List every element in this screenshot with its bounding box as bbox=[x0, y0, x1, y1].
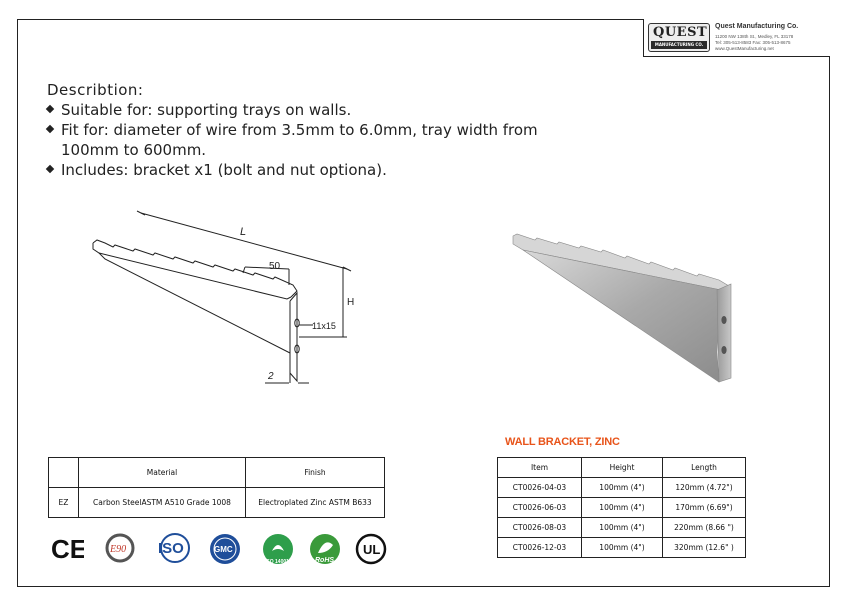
size-header-item: Item bbox=[497, 457, 582, 478]
photo-slot-lower bbox=[721, 346, 727, 354]
iso14001-mark-icon: ISO 14001 bbox=[263, 534, 293, 565]
item-height: 100mm (4") bbox=[581, 537, 663, 558]
material-code: EZ bbox=[48, 487, 79, 518]
top-flange-lower bbox=[92, 243, 292, 300]
mount-slot-upper bbox=[294, 318, 300, 328]
finish-value: Electroplated Zinc ASTM B633 bbox=[245, 487, 385, 518]
gmc-mark-icon: GMC bbox=[210, 534, 240, 564]
dim-line-L bbox=[140, 212, 348, 270]
material-header-blank bbox=[48, 457, 79, 488]
bullet-icon bbox=[45, 124, 55, 134]
company-name: Quest Manufacturing Co. bbox=[715, 23, 799, 30]
ul-mark-icon: UL bbox=[355, 533, 387, 565]
iso-mark-icon: ISO bbox=[158, 533, 190, 563]
back-plate bbox=[289, 291, 298, 383]
logo-text: QUEST bbox=[653, 25, 708, 40]
item-length: 220mm (8.66 ") bbox=[662, 517, 746, 538]
rohs-mark-text: RoHS bbox=[315, 557, 334, 564]
description-title: Describtion: bbox=[47, 81, 144, 99]
item-length: 320mm (12.6" ) bbox=[662, 537, 746, 558]
iso-mark-text: ISO bbox=[158, 540, 184, 557]
company-logo-block: QUEST MANUFACTURING CO. Quest Manufactur… bbox=[643, 19, 830, 57]
wall-bracket-title: WALL BRACKET, ZINC bbox=[505, 436, 620, 448]
dim-tick bbox=[242, 266, 246, 274]
e90-mark-icon: E90 bbox=[105, 533, 135, 563]
logo-subtext: MANUFACTURING CO. bbox=[651, 41, 707, 49]
table-row: CT0026-04-03 100mm (4") 120mm (4.72") bbox=[497, 477, 746, 498]
ce-mark-text: CE bbox=[51, 534, 84, 563]
mount-slot-lower bbox=[294, 344, 300, 354]
description-bullet: Suitable for: supporting trays on walls. bbox=[45, 100, 538, 120]
table-row: CT0026-12-03 100mm (4") 320mm (12.6" ) bbox=[497, 537, 746, 558]
finish-header: Finish bbox=[245, 457, 385, 488]
bullet-text: 100mm to 600mm. bbox=[61, 141, 207, 159]
item-height: 100mm (4") bbox=[581, 477, 663, 498]
quest-logo: QUEST MANUFACTURING CO. bbox=[648, 23, 710, 52]
item-code: CT0026-08-03 bbox=[497, 517, 582, 538]
bullet-text: Includes: bracket x1 (bolt and nut optio… bbox=[61, 161, 387, 179]
dim-tick bbox=[342, 266, 352, 272]
bracket-web bbox=[98, 252, 291, 354]
top-flange-outline bbox=[92, 239, 298, 298]
company-phone: Tel: 305-513-8583 Fax: 305-513-8675 bbox=[715, 40, 791, 45]
iso14001-mark-text: ISO 14001 bbox=[265, 559, 289, 565]
item-code: CT0026-12-03 bbox=[497, 537, 582, 558]
item-height: 100mm (4") bbox=[581, 517, 663, 538]
item-code: CT0026-04-03 bbox=[497, 477, 582, 498]
dim-label-slot: 11x15 bbox=[312, 321, 336, 331]
table-row: CT0026-06-03 100mm (4") 170mm (6.69") bbox=[497, 497, 746, 518]
e90-mark-text: E90 bbox=[109, 544, 126, 555]
bracket-product-photo bbox=[512, 233, 732, 383]
company-address: 11200 NW 138th St., Medley, FL 33178 bbox=[715, 34, 794, 39]
ul-mark-text: UL bbox=[363, 542, 380, 557]
dim-tick bbox=[136, 210, 146, 216]
company-web: www.QuestManufacturing.net bbox=[715, 46, 774, 51]
photo-slot-upper bbox=[721, 316, 727, 324]
rohs-mark-icon: RoHS bbox=[310, 534, 340, 564]
bullet-icon bbox=[45, 164, 55, 174]
material-table: Material Finish EZ Carbon SteelASTM A510… bbox=[48, 457, 385, 518]
material-value: Carbon SteelASTM A510 Grade 1008 bbox=[78, 487, 246, 518]
dim-label-thickness: 2 bbox=[267, 371, 274, 382]
dim-label-L: L bbox=[240, 226, 246, 238]
description-bullet-continued: 100mm to 600mm. bbox=[47, 140, 538, 160]
photo-back-plate bbox=[716, 283, 732, 383]
item-height: 100mm (4") bbox=[581, 497, 663, 518]
description-block: Describtion: Suitable for: supporting tr… bbox=[45, 80, 538, 180]
size-header-length: Length bbox=[662, 457, 746, 478]
bullet-icon bbox=[45, 104, 55, 114]
material-header: Material bbox=[78, 457, 246, 488]
size-header-height: Height bbox=[581, 457, 663, 478]
item-length: 120mm (4.72") bbox=[662, 477, 746, 498]
bullet-text: Suitable for: supporting trays on walls. bbox=[61, 101, 352, 119]
table-row: CT0026-08-03 100mm (4") 220mm (8.66 ") bbox=[497, 517, 746, 538]
bullet-text: Fit for: diameter of wire from 3.5mm to … bbox=[61, 121, 538, 139]
page-frame bbox=[17, 19, 830, 587]
item-code: CT0026-06-03 bbox=[497, 497, 582, 518]
bracket-technical-drawing: L 50 H 11x15 2 bbox=[92, 210, 354, 384]
photo-web bbox=[522, 249, 722, 383]
description-bullet: Fit for: diameter of wire from 3.5mm to … bbox=[45, 120, 538, 140]
dim-label-H: H bbox=[347, 297, 354, 308]
size-table: Item Height Length CT0026-04-03 100mm (4… bbox=[497, 457, 746, 558]
ce-mark-icon: CE bbox=[51, 534, 84, 563]
description-bullet: Includes: bracket x1 (bolt and nut optio… bbox=[45, 160, 538, 180]
gmc-mark-text: GMC bbox=[214, 545, 233, 554]
dim-label-50: 50 bbox=[269, 261, 281, 272]
dim-line-50 bbox=[244, 266, 290, 270]
item-length: 170mm (6.69") bbox=[662, 497, 746, 518]
